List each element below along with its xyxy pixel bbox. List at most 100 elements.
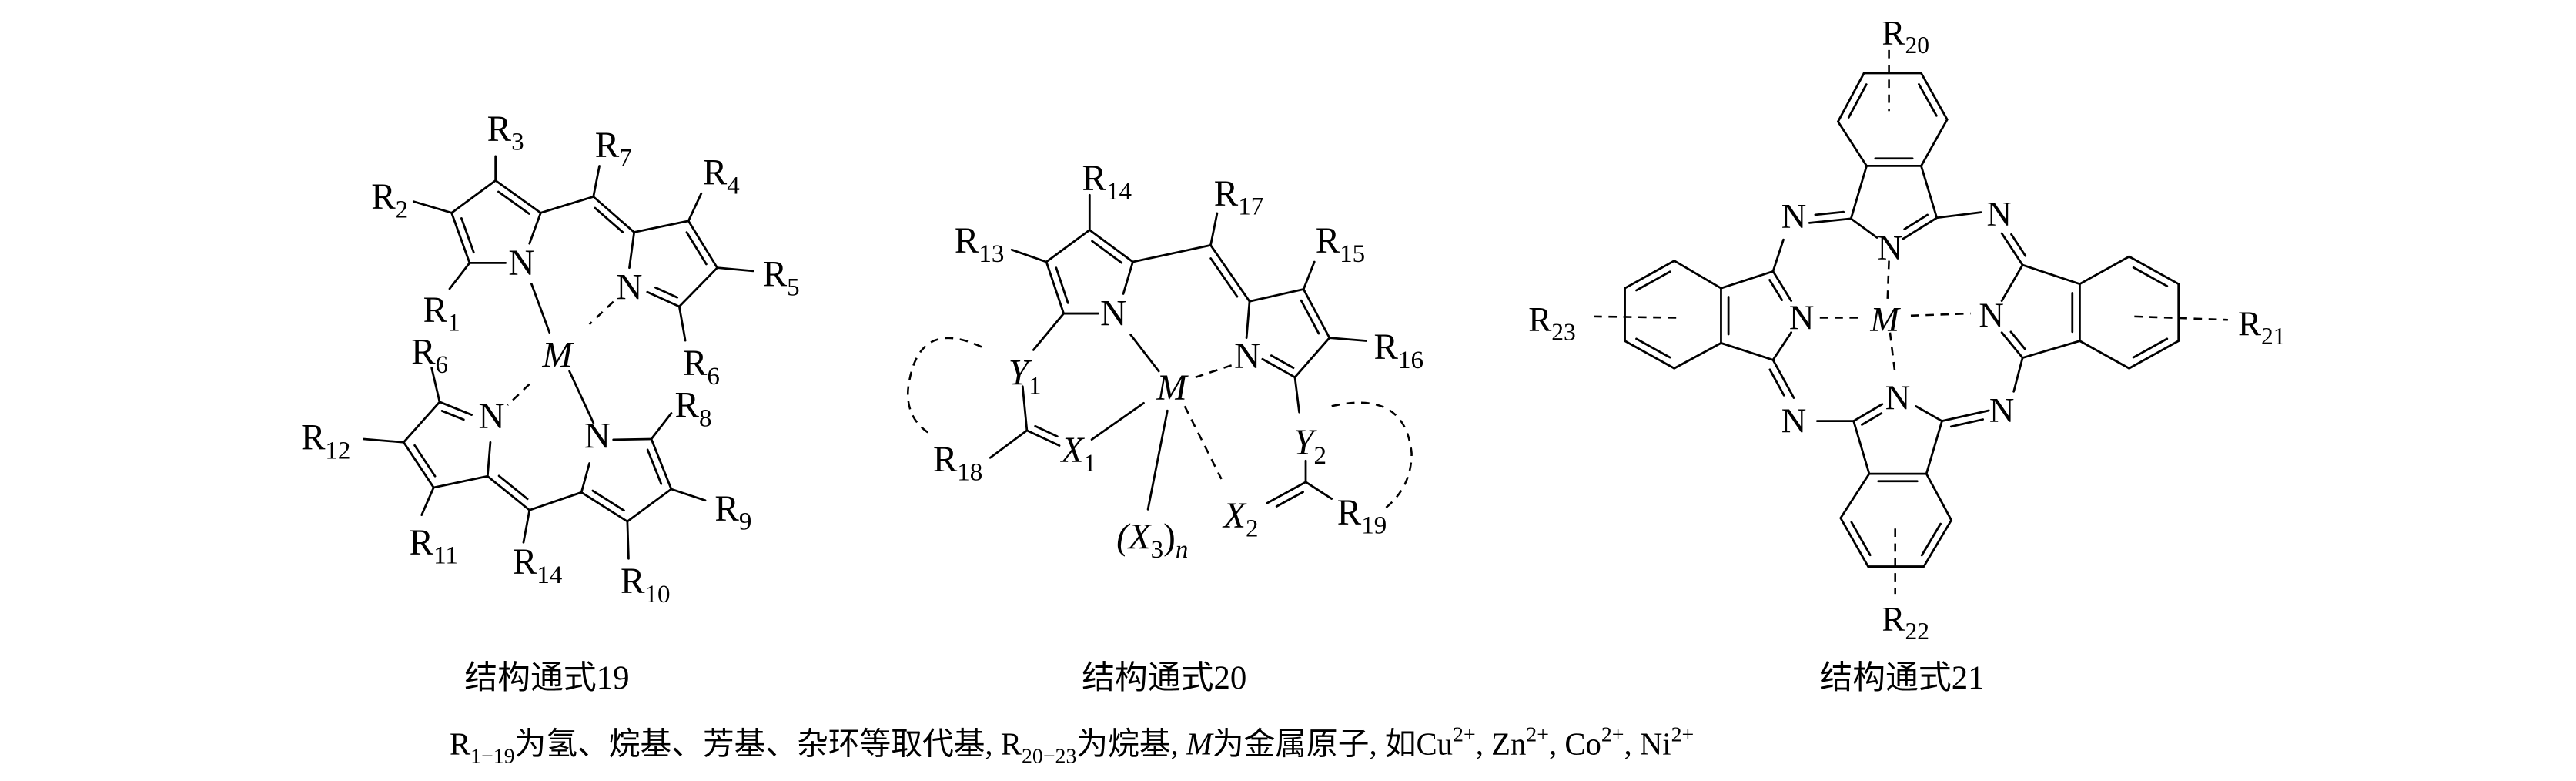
double-bond-line	[1768, 368, 1785, 397]
bond	[1852, 403, 1884, 423]
bond	[1771, 358, 1795, 399]
bond	[687, 192, 703, 223]
footnote-segment: 为氢、烷基、芳基、杂环等取代基, R	[515, 727, 1022, 762]
bond	[2000, 263, 2024, 303]
substituent-label: R6	[683, 344, 720, 390]
substituent-label: R22	[1882, 600, 1929, 645]
bond	[2128, 255, 2180, 286]
bond	[494, 179, 542, 214]
bond	[1624, 260, 1676, 290]
bond	[633, 220, 690, 233]
double-bond-line	[1861, 412, 1883, 426]
bond	[1920, 118, 1949, 167]
dashed-bond	[1195, 362, 1237, 379]
substituent-label: R5	[763, 255, 800, 302]
double-bond-line	[1091, 240, 1123, 264]
bond	[1915, 405, 1943, 423]
bond	[1261, 357, 1296, 379]
nitrogen-label: N	[1878, 229, 1903, 267]
bond	[1920, 72, 1949, 121]
nitrogen-label: N	[1979, 297, 2004, 335]
bond	[716, 266, 754, 273]
substituent-label: R4	[703, 153, 740, 199]
substituent-label: R18	[933, 440, 982, 487]
substituent-label: R1	[423, 290, 460, 337]
bond	[670, 488, 707, 502]
footnote-segment: , Ni	[1624, 727, 1671, 762]
bond	[2079, 255, 2130, 286]
bond	[1122, 260, 1134, 295]
bond	[612, 437, 653, 441]
bond	[486, 474, 531, 511]
nitrogen-label: N	[1100, 294, 1126, 334]
footnote: R1−19为氢、烷基、芳基、杂环等取代基, R20−23为烷基, M为金属原子,…	[450, 723, 1694, 769]
double-bond-line	[497, 190, 530, 215]
double-bond-line	[1920, 522, 1942, 557]
bond	[1925, 472, 1953, 521]
bond	[1328, 337, 1368, 342]
bond	[1771, 270, 1793, 303]
nitrogen-label: N	[616, 267, 642, 307]
bond	[402, 441, 435, 489]
bond	[448, 261, 471, 290]
bond	[1837, 120, 1868, 167]
bond	[592, 195, 636, 233]
substituent-label: Y2	[1293, 423, 1326, 470]
bond	[1129, 334, 1160, 373]
bond	[1839, 472, 1871, 519]
substituent-label: R10	[621, 561, 670, 608]
bond	[1045, 260, 1066, 315]
substituent-label: R13	[955, 221, 1004, 268]
bond	[432, 474, 489, 489]
double-bond-line	[646, 448, 663, 485]
double-bond-line	[1300, 299, 1320, 335]
double-bond-line	[1034, 424, 1059, 438]
nitrogen-label: N	[584, 416, 611, 456]
bond	[528, 491, 583, 511]
bond	[628, 231, 636, 270]
bond	[2021, 263, 2081, 286]
caption-structure-21: 结构通式21	[1819, 660, 1984, 696]
metal-label: M	[1156, 368, 1189, 408]
double-bond-line	[654, 286, 679, 299]
bond	[1839, 517, 1869, 568]
nitrogen-label: N	[1989, 391, 2015, 430]
footnote-segment: 为烷基,	[1076, 727, 1186, 762]
bond	[677, 266, 718, 308]
substituent-label: R8	[674, 386, 711, 433]
right-ring-closure-arc	[1331, 401, 1413, 509]
bond	[402, 401, 441, 444]
double-bond-line	[1918, 82, 1938, 117]
double-bond-line	[2010, 233, 2027, 257]
substituent-label: R16	[1374, 327, 1423, 374]
caption-structure-19: 结构通式19	[464, 660, 629, 696]
bond	[1849, 217, 1878, 239]
bond	[1624, 340, 1676, 370]
dashed-bond	[1886, 260, 1890, 303]
substituent-label: R6	[411, 332, 448, 379]
footnote-segment: 20−23	[1022, 744, 1076, 768]
bond	[420, 486, 435, 517]
metal-label: M	[1869, 300, 1901, 339]
footnote-segment: 1−19	[470, 744, 515, 768]
bond	[1302, 260, 1316, 290]
bond	[1902, 216, 1939, 240]
footnote-segment: R	[450, 727, 471, 762]
bond	[1293, 337, 1331, 379]
bond	[1922, 518, 1953, 568]
bond	[528, 211, 542, 245]
bond	[1720, 270, 1775, 290]
bond	[530, 283, 551, 334]
bond	[1090, 401, 1145, 441]
double-bond-line	[594, 206, 624, 233]
double-bond-line	[1209, 257, 1239, 298]
dashed-bond	[1889, 332, 1896, 375]
bond	[580, 491, 629, 523]
bond	[430, 367, 441, 404]
bond	[1032, 312, 1066, 351]
double-bond-line	[1949, 418, 1985, 428]
bond	[2000, 331, 2024, 359]
